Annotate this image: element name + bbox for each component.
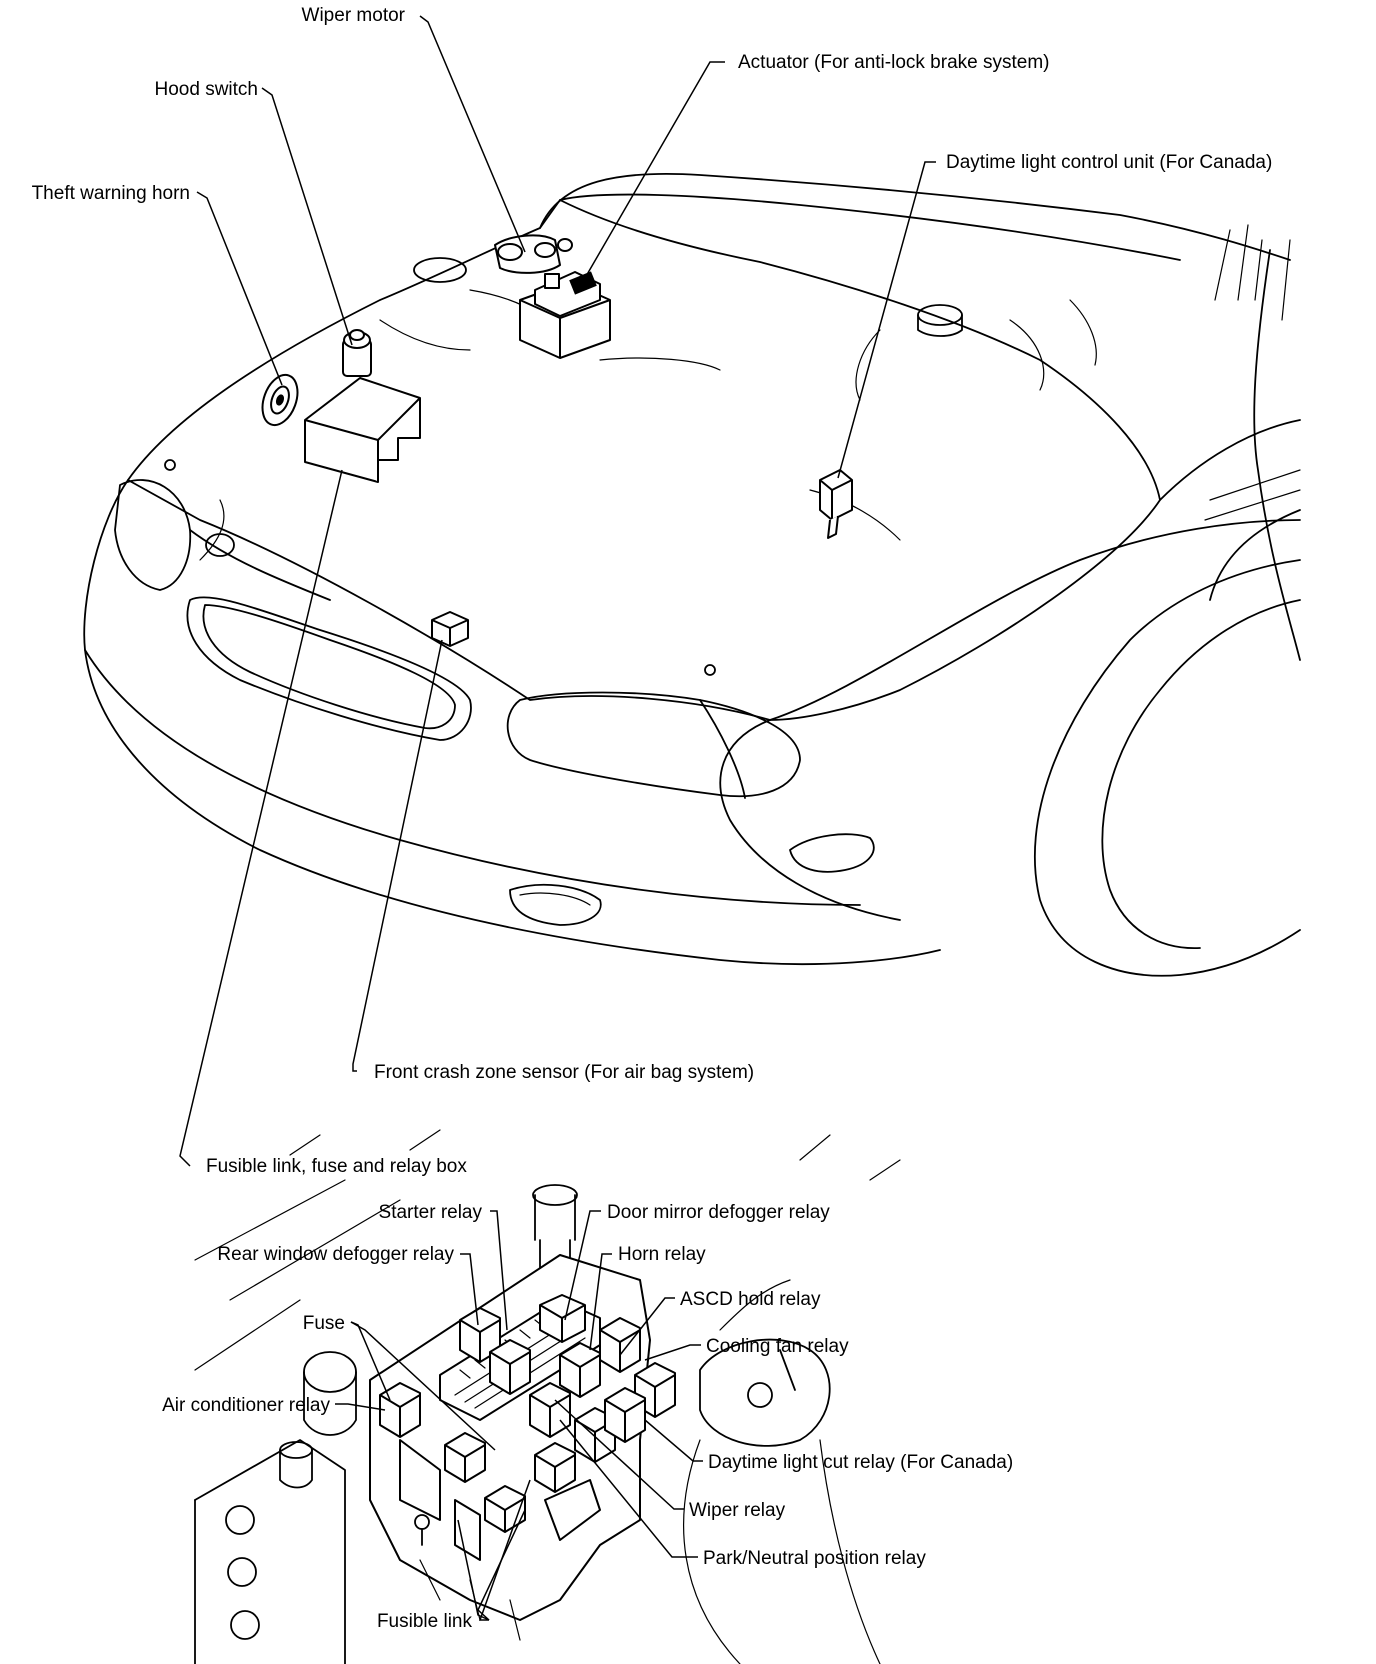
label-horn-relay: Horn relay bbox=[618, 1244, 706, 1265]
callouts-upper: Wiper motor Actuator (For anti-lock brak… bbox=[32, 5, 1273, 1177]
relay-box-part bbox=[304, 377, 421, 483]
label-rear-window-defogger-relay: Rear window defogger relay bbox=[217, 1244, 454, 1265]
label-wiper-relay: Wiper relay bbox=[689, 1500, 786, 1521]
label-actuator: Actuator (For anti-lock brake system) bbox=[738, 52, 1049, 73]
label-daytime-light-control-unit: Daytime light control unit (For Canada) bbox=[946, 152, 1272, 173]
crash-sensor-part bbox=[431, 611, 469, 647]
label-theft-warning-horn: Theft warning horn bbox=[32, 183, 190, 204]
abs-actuator-part bbox=[519, 271, 611, 359]
label-ascd-hold-relay: ASCD hold relay bbox=[680, 1289, 821, 1310]
label-door-mirror-defogger-relay: Door mirror defogger relay bbox=[607, 1202, 830, 1223]
label-cooling-fan-relay: Cooling fan relay bbox=[706, 1336, 849, 1357]
label-park-neutral-relay: Park/Neutral position relay bbox=[703, 1548, 926, 1569]
label-daytime-light-cut-relay: Daytime light cut relay (For Canada) bbox=[708, 1452, 1013, 1473]
label-fuse: Fuse bbox=[303, 1313, 345, 1334]
relay-box-detail: Starter relay Door mirror defogger relay… bbox=[162, 1129, 1013, 1664]
label-starter-relay: Starter relay bbox=[379, 1202, 483, 1223]
label-air-conditioner-relay: Air conditioner relay bbox=[162, 1395, 330, 1416]
relay-cubes bbox=[379, 1294, 676, 1533]
wiper-motor-part bbox=[494, 234, 573, 274]
label-fusible-link-box: Fusible link, fuse and relay box bbox=[206, 1156, 467, 1177]
components bbox=[261, 234, 853, 647]
label-hood-switch: Hood switch bbox=[155, 79, 259, 100]
hood-switch-part bbox=[342, 329, 372, 377]
label-front-crash-zone-sensor: Front crash zone sensor (For air bag sys… bbox=[374, 1062, 754, 1083]
daytime-control-unit-part bbox=[819, 469, 853, 539]
leader-lines-upper bbox=[179, 15, 936, 1167]
car-illustration bbox=[83, 172, 1301, 977]
label-wiper-motor: Wiper motor bbox=[302, 5, 406, 26]
horn-part bbox=[261, 373, 299, 427]
label-fusible-link: Fusible link bbox=[377, 1611, 473, 1632]
